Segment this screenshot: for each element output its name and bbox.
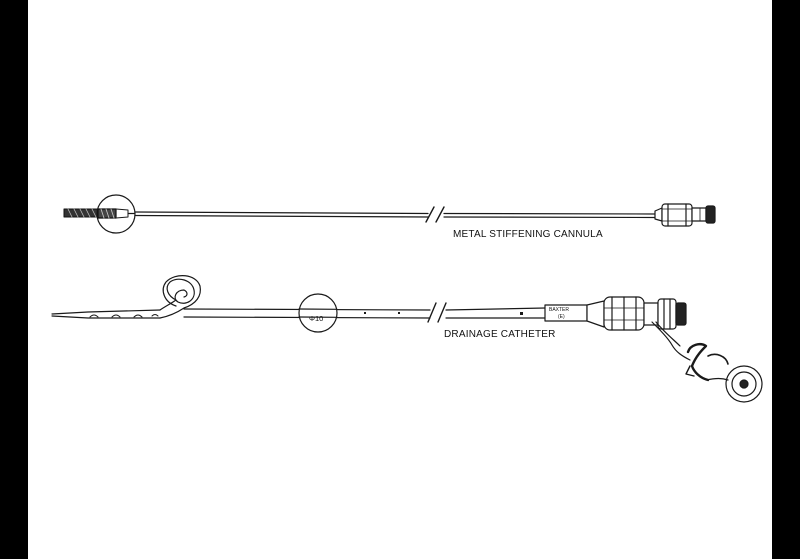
drainage-catheter xyxy=(51,275,763,403)
drawing-sheet xyxy=(28,0,772,559)
metal-stiffening-cannula xyxy=(63,194,716,234)
catheter-label: DRAINAGE CATHETER xyxy=(444,329,556,340)
catheter-pigtail-loop xyxy=(159,275,201,319)
cannula-label: METAL STIFFENING CANNULA xyxy=(453,229,603,240)
hub-marking-line2: (E) xyxy=(558,314,565,320)
catheter-tip xyxy=(51,309,161,319)
cannula-luer-hub xyxy=(654,203,716,227)
catheter-break-mark xyxy=(427,302,447,323)
size-marking-text: Φ10 xyxy=(309,314,323,323)
catheter-shaft xyxy=(183,307,546,319)
hub-marking-line1: BAXTER xyxy=(549,307,569,313)
cannula-detail-circle xyxy=(96,194,136,234)
cannula-shaft xyxy=(134,211,656,219)
catheter-size-circle xyxy=(298,293,338,333)
cannula-break-mark xyxy=(425,206,445,223)
catheter-tethered-cap xyxy=(651,321,763,403)
catheter-hub xyxy=(544,296,687,331)
